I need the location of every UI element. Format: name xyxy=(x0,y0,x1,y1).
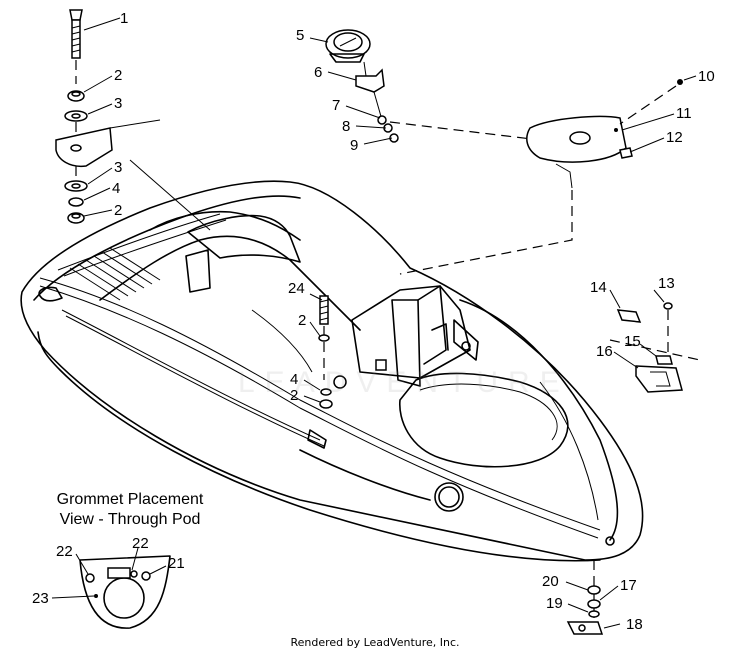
callout-8: 8 xyxy=(342,118,350,135)
callout-11: 11 xyxy=(676,105,692,122)
callout-17: 17 xyxy=(620,577,637,594)
part-pad-14 xyxy=(616,309,642,323)
part-nut-2a xyxy=(67,90,85,102)
part-nut-2c xyxy=(318,334,330,342)
callout-19: 19 xyxy=(546,595,563,612)
footer-credit: Rendered by LeadVenture, Inc. xyxy=(290,636,460,649)
leader-line xyxy=(129,159,211,231)
part-gauge-5 xyxy=(325,29,371,63)
assembly-dashline xyxy=(399,190,573,275)
callout-22: 22 xyxy=(56,543,73,560)
part-nut-2b xyxy=(67,212,85,224)
callout-1: 1 xyxy=(120,10,128,27)
part-nut-20 xyxy=(587,585,601,595)
callout-2: 2 xyxy=(114,202,122,219)
part-grommet xyxy=(333,375,347,389)
hull-mount-bracket xyxy=(55,119,161,168)
callout-13: 13 xyxy=(658,275,675,292)
callout-12: 12 xyxy=(666,129,683,146)
part-nut-2d xyxy=(319,399,333,409)
callout-6: 6 xyxy=(314,64,322,81)
callout-3: 3 xyxy=(114,95,122,112)
callout-4: 4 xyxy=(112,180,120,197)
callout-10: 10 xyxy=(698,68,715,85)
part-washer-19 xyxy=(588,610,600,618)
callout-22: 22 xyxy=(132,535,149,552)
callout-24: 24 xyxy=(288,280,305,297)
callout-2: 2 xyxy=(290,387,298,404)
part-stud-1 xyxy=(69,9,83,59)
assembly-dashline xyxy=(389,121,541,141)
bow-lines xyxy=(459,299,619,541)
part-washer-17 xyxy=(587,599,601,609)
part-bracket-6 xyxy=(355,61,385,93)
inset-title-line1: Grommet Placement xyxy=(56,491,204,508)
callout-14: 14 xyxy=(590,279,607,296)
callout-3: 3 xyxy=(114,159,122,176)
part-eye-18 xyxy=(566,621,604,635)
callout-20: 20 xyxy=(542,573,559,590)
callout-23: 23 xyxy=(32,590,49,607)
front-hatch xyxy=(399,372,615,546)
callout-15: 15 xyxy=(624,333,641,350)
inset-grommet-view xyxy=(79,555,171,629)
callout-7: 7 xyxy=(332,97,340,114)
part-lockwasher-4b xyxy=(320,388,332,396)
watermark: LEADVENTURE xyxy=(238,366,570,399)
callout-16: 16 xyxy=(596,343,613,360)
stud-line xyxy=(373,91,383,121)
part-lockwasher-4a xyxy=(68,197,84,207)
callout-labels: 1 2 3 3 4 2 5 6 7 8 9 10 11 12 24 2 4 2 … xyxy=(32,10,715,633)
part-stud-24 xyxy=(319,295,329,325)
callout-4: 4 xyxy=(290,371,298,388)
part-washer-3b xyxy=(64,180,88,192)
callout-18: 18 xyxy=(626,616,643,633)
part-plate-11 xyxy=(526,115,627,189)
callout-2: 2 xyxy=(298,312,306,329)
part-screw-10 xyxy=(619,79,683,125)
part-clip-12 xyxy=(619,147,633,159)
callout-2: 2 xyxy=(114,67,122,84)
part-bracket-16 xyxy=(635,365,683,393)
part-clip-15 xyxy=(655,355,673,365)
inset-caption: Grommet Placement View - Through Pod xyxy=(40,490,220,530)
leader-lines xyxy=(51,17,697,629)
callout-9: 9 xyxy=(350,137,358,154)
part-screw-13 xyxy=(663,302,673,352)
inset-title-line2: View - Through Pod xyxy=(59,511,201,528)
steering-mount xyxy=(351,285,479,387)
callout-5: 5 xyxy=(296,27,304,44)
callout-21: 21 xyxy=(168,555,185,572)
part-washer-3a xyxy=(64,110,88,122)
